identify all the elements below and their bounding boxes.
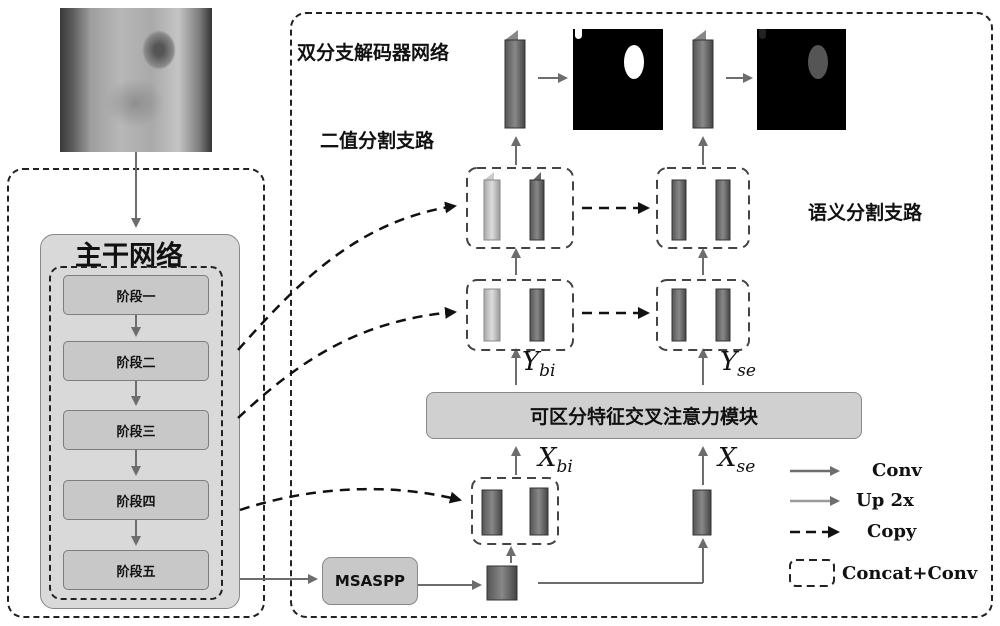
semantic-top-slab-2 [716,180,730,240]
semantic-mid-slab-2 [716,289,730,341]
x-bi-slab-1 [482,490,502,535]
binary-mid-dark-slab [530,289,544,341]
semantic-mid-slab-1 [672,289,686,341]
feature-blocks [482,30,730,600]
binary-output-slab [505,30,525,128]
binary-mid-light-slab [484,289,500,341]
binary-top-dark-slab [530,172,544,240]
backbone-arrows [136,152,316,579]
legend-symbols [790,471,838,586]
binary-top-light-slab [484,172,500,240]
legend-concat-box [790,560,834,586]
copy-arrows [238,206,648,510]
semantic-top-slab-1 [672,180,686,240]
semantic-output-slab [693,30,713,128]
msaspp-output-slab [487,566,517,600]
concat-boxes [467,168,749,544]
x-se-slab [693,490,711,535]
x-bi-slab-2 [530,488,548,535]
